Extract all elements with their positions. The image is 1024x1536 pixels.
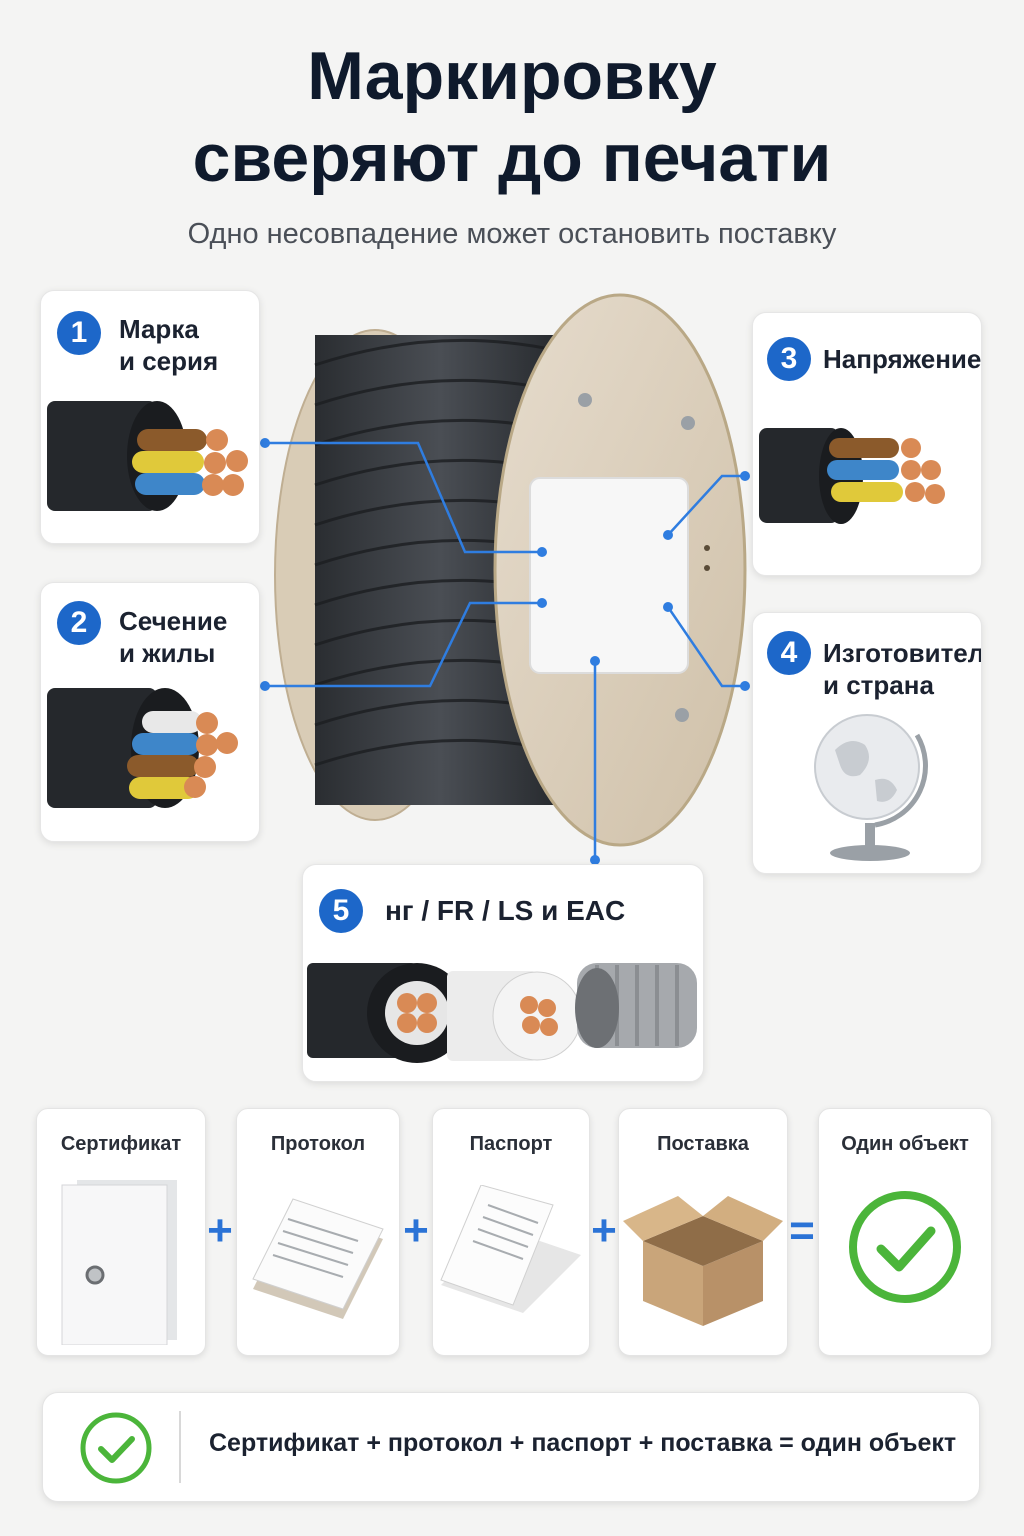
step-number-badge: 5 [319,889,363,933]
check-circle-icon [849,1191,961,1303]
doc-card-one-object: Один объект [818,1108,992,1356]
callout-label: Напряжение [823,344,982,374]
cable-drum-illustration [274,293,747,847]
doc-label: Один объект [841,1133,969,1155]
binder-icon [61,1180,177,1345]
check-circle-icon [80,1412,152,1484]
doc-label: Поставка [657,1133,749,1155]
equals-sign: = [789,1206,815,1255]
report-stack-icon [252,1198,384,1319]
page-title-line2: сверяют до печати [192,120,832,196]
step-number-badge: 1 [57,311,101,355]
cable-cross-section-icon [47,688,238,808]
cable-samples-icon [307,963,697,1063]
plus-sign: + [403,1206,429,1255]
plus-sign: + [591,1206,617,1255]
callout-fire-safety-eac: 5 нг / FR / LS и EAC [302,864,704,1082]
doc-label: Сертификат [60,1133,182,1155]
globe-icon [814,714,928,861]
doc-card-passport: Паспорт [432,1108,590,1356]
callout-voltage: 3 Напряжение [752,312,982,576]
page-subtitle: Одно несовпадение может остановить поста… [187,218,837,250]
step-number-badge: 3 [767,337,811,381]
callout-label: нг / FR / LS и EAC [385,895,626,926]
doc-card-delivery: Поставка [618,1108,788,1356]
callout-manufacturer-country: 4 Изготовительи страна [752,612,982,874]
summary-banner: Сертификат + протокол + паспорт + постав… [42,1392,980,1502]
callout-label: Изготовительи страна [823,638,981,700]
divider [179,1411,181,1483]
doc-card-certificate: Сертификат [36,1108,206,1356]
step-number-badge: 2 [57,601,101,645]
cable-cross-section-icon [759,428,945,524]
step-number-badge: 4 [767,631,811,675]
doc-card-protocol: Протокол [236,1108,400,1356]
doc-label: Паспорт [469,1133,553,1155]
doc-label: Протокол [270,1133,366,1155]
box-icon [623,1196,783,1326]
summary-text: Сертификат + протокол + паспорт + постав… [209,1429,957,1457]
plus-sign: + [207,1206,233,1255]
booklet-icon [440,1185,581,1313]
cable-cross-section-icon [47,401,248,511]
page-title-line1: Маркировку [307,38,717,114]
